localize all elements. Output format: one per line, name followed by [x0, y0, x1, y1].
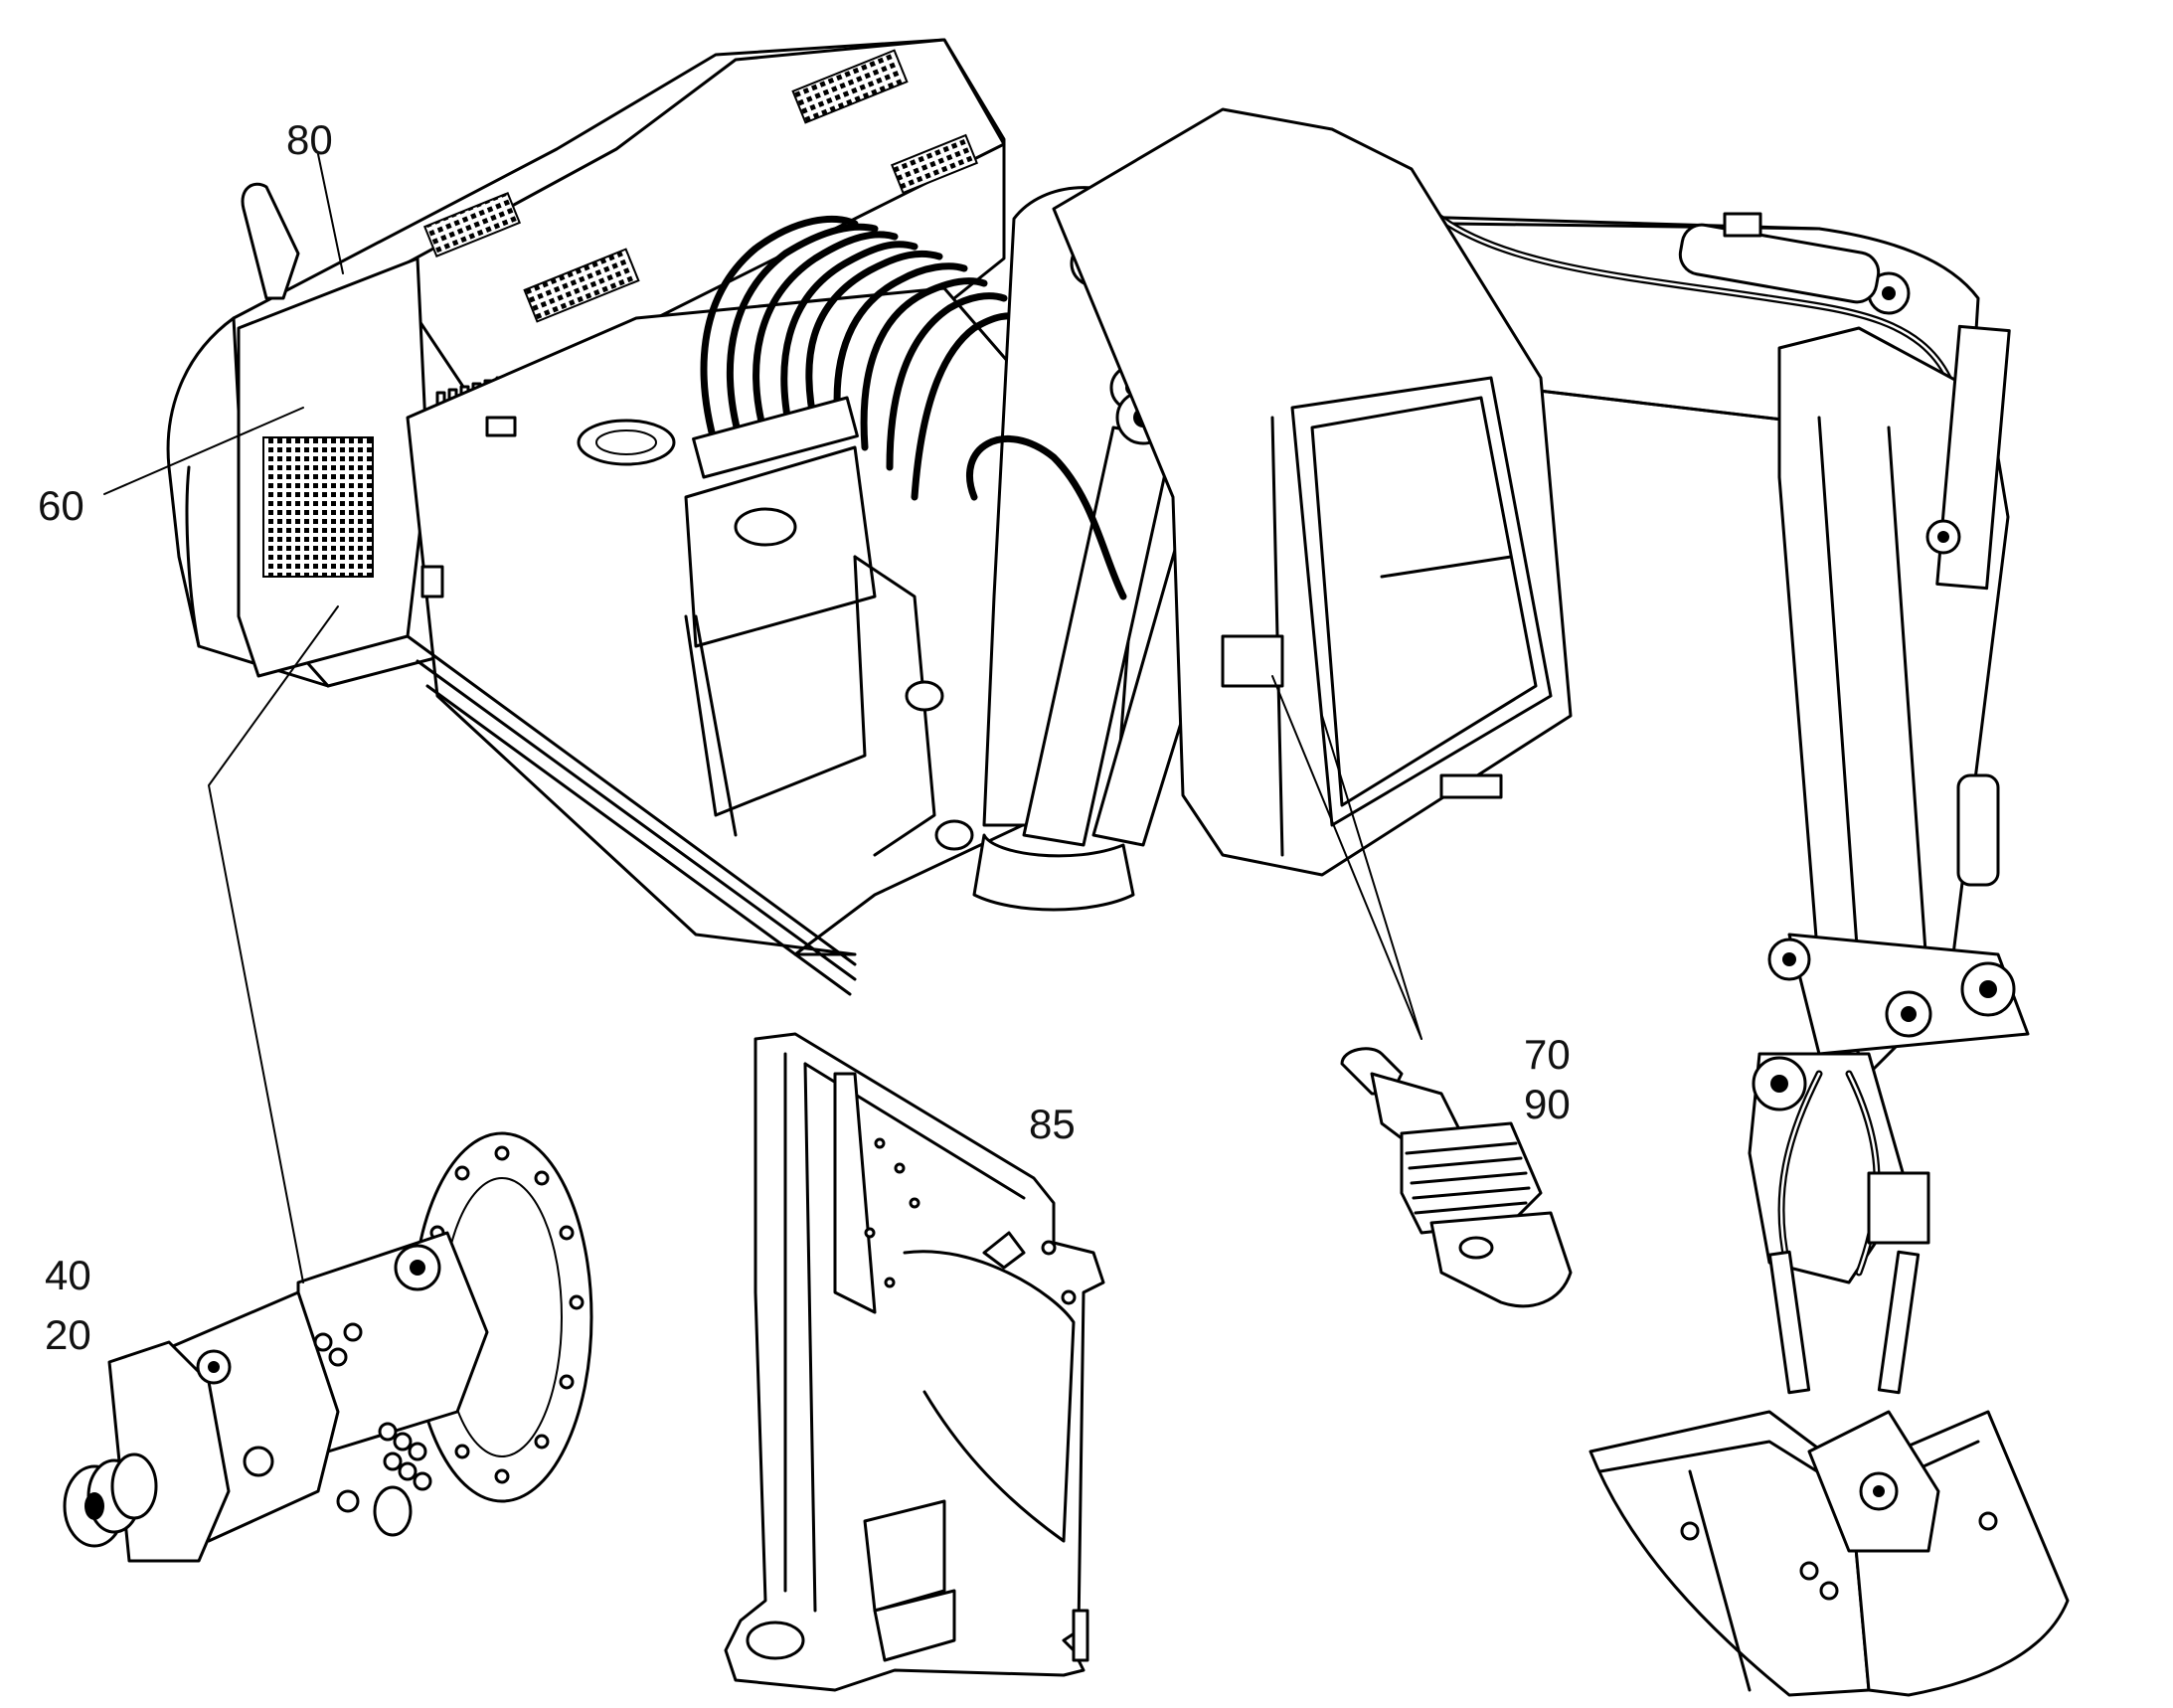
leader-lines [103, 153, 1422, 1283]
rotator-head [1748, 1052, 1930, 1395]
excavator-upper-body [166, 38, 1076, 996]
callout-40: 40 [45, 1252, 91, 1298]
callout-60: 60 [38, 482, 84, 529]
operator-cab [1052, 107, 1573, 877]
valve-fittings [378, 1422, 432, 1491]
hydraulic-hose-bundle [684, 215, 1028, 648]
callout-80: 80 [286, 116, 333, 163]
callout-85: 85 [1029, 1101, 1076, 1147]
callout-90: 90 [1524, 1081, 1571, 1127]
part-70-90-joystick [1340, 1047, 1573, 1308]
turntable [972, 833, 1135, 912]
part-85-mounting-plate [724, 1032, 1105, 1692]
clamshell-bucket [1588, 1410, 2070, 1697]
valve-frame [684, 507, 974, 857]
part-40-20-hydraulic-pump [63, 1131, 593, 1563]
callout-70: 70 [1524, 1031, 1571, 1078]
callout-20: 20 [45, 1311, 91, 1358]
stick-arm [1767, 324, 2030, 1076]
